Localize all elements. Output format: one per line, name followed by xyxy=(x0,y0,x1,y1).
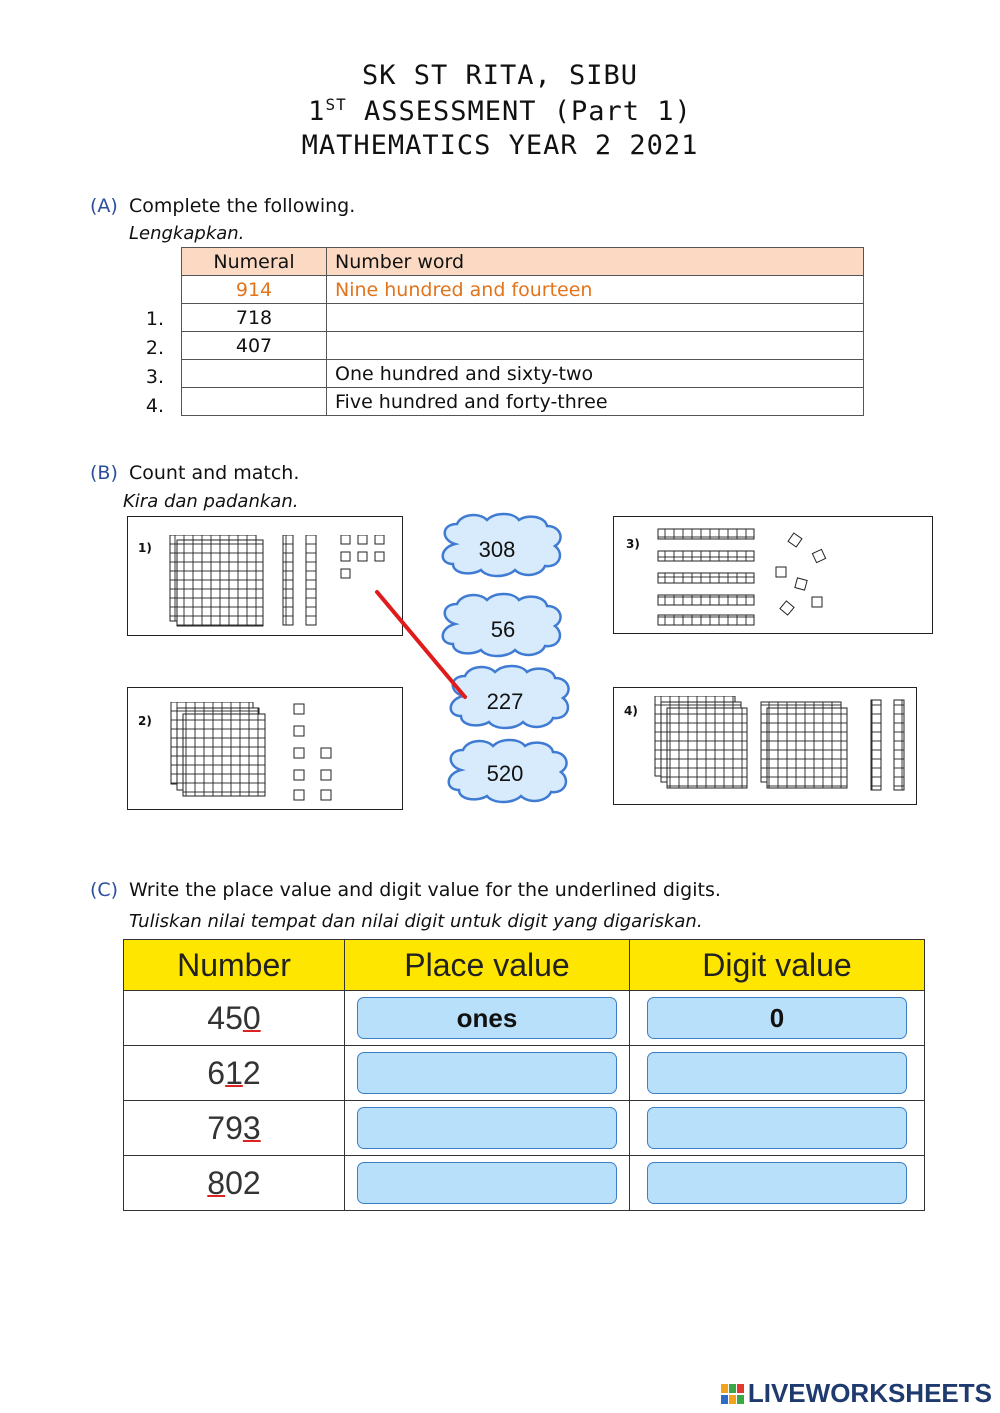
box-label: 3) xyxy=(626,537,640,551)
number-cell: 793 xyxy=(123,1100,345,1156)
section-c-letter: (C) xyxy=(90,879,119,901)
cloud-value[interactable]: 308 xyxy=(478,537,516,562)
digit-value-input[interactable] xyxy=(647,1162,907,1204)
number-word-answer-field[interactable] xyxy=(326,331,864,360)
example-row: 914 Nine hundred and fourteen xyxy=(181,275,864,304)
place-value-input[interactable] xyxy=(357,1052,617,1094)
number-word-cell: One hundred and sixty-two xyxy=(326,359,864,388)
table-row: 450 ones 0 xyxy=(123,990,925,1046)
section-b-instruction: Count and match. xyxy=(129,462,300,484)
numeral-answer-field[interactable] xyxy=(181,359,327,388)
section-b-letter: (B) xyxy=(90,462,118,484)
numeral-answer-field[interactable] xyxy=(181,387,327,416)
column-header-numeral: Numeral xyxy=(181,247,327,276)
table-row: One hundred and sixty-two xyxy=(181,359,864,388)
base-ten-blocks-image xyxy=(657,528,827,626)
row-number: 2. xyxy=(145,337,165,359)
number-word-table: Numeral Number word 914 Nine hundred and… xyxy=(181,247,864,416)
numeral-cell: 407 xyxy=(181,331,327,360)
digit-value-input[interactable] xyxy=(647,1052,907,1094)
digit-value-input[interactable]: 0 xyxy=(647,997,907,1039)
table-row: 793 xyxy=(123,1100,925,1156)
match-line[interactable] xyxy=(370,585,480,705)
row-number: 1. xyxy=(145,308,165,330)
place-value-input[interactable] xyxy=(357,1107,617,1149)
number-cell: 612 xyxy=(123,1045,345,1101)
base-ten-blocks-image xyxy=(170,702,332,801)
subject-title: MATHEMATICS YEAR 2 2021 xyxy=(301,130,699,161)
table-row: 407 xyxy=(181,331,864,360)
digit-value-input[interactable] xyxy=(647,1107,907,1149)
section-b-instruction-malay: Kira dan padankan. xyxy=(123,491,299,512)
assessment-title: 1ST ASSESSMENT (Part 1) xyxy=(308,95,692,127)
section-c-instruction: Write the place value and digit value fo… xyxy=(129,879,721,901)
base-ten-blocks-image xyxy=(169,535,385,627)
table-row: 718 xyxy=(181,303,864,332)
box-label: 4) xyxy=(624,704,638,718)
box-label: 2) xyxy=(138,714,152,728)
column-header-place-value: Place value xyxy=(344,939,630,991)
row-number: 3. xyxy=(145,366,165,388)
place-value-input[interactable]: ones xyxy=(357,997,617,1039)
number-word-answer-field[interactable] xyxy=(326,303,864,332)
number-cell: 802 xyxy=(123,1155,345,1211)
example-numeral: 914 xyxy=(181,275,327,304)
row-number: 4. xyxy=(145,395,165,417)
cloud-value[interactable]: 227 xyxy=(486,689,524,714)
liveworksheets-brand[interactable]: LIVEWORKSHEETS xyxy=(720,1378,992,1409)
table-row: Five hundred and forty-three xyxy=(181,387,864,416)
blocks-box-4: 4) xyxy=(613,687,917,805)
liveworksheets-logo-icon xyxy=(720,1384,744,1404)
number-cell: 450 xyxy=(123,990,345,1046)
section-c-instruction-malay: Tuliskan nilai tempat dan nilai digit un… xyxy=(129,911,703,932)
place-value-table: Number Place value Digit value 450 ones … xyxy=(123,939,925,1211)
example-word: Nine hundred and fourteen xyxy=(326,275,864,304)
table-row: 612 xyxy=(123,1045,925,1101)
column-header-number-word: Number word xyxy=(326,247,864,276)
numeral-cell: 718 xyxy=(181,303,327,332)
base-ten-blocks-image xyxy=(654,696,905,791)
section-a-instruction-malay: Lengkapkan. xyxy=(129,223,245,244)
school-name: SK ST RITA, SIBU xyxy=(361,60,639,91)
cloud-value[interactable]: 56 xyxy=(490,617,516,642)
number-word-cell: Five hundred and forty-three xyxy=(326,387,864,416)
column-header-digit-value: Digit value xyxy=(629,939,925,991)
blocks-box-1: 1) xyxy=(127,516,403,636)
section-a-instruction: Complete the following. xyxy=(129,195,356,217)
box-label: 1) xyxy=(138,541,152,555)
blocks-box-3: 3) xyxy=(613,516,933,634)
place-value-input[interactable] xyxy=(357,1162,617,1204)
cloud-value[interactable]: 520 xyxy=(486,761,524,786)
table-row: 802 xyxy=(123,1155,925,1211)
section-a-letter: (A) xyxy=(90,195,118,217)
blocks-box-2: 2) xyxy=(127,687,403,810)
column-header-number: Number xyxy=(123,939,345,991)
